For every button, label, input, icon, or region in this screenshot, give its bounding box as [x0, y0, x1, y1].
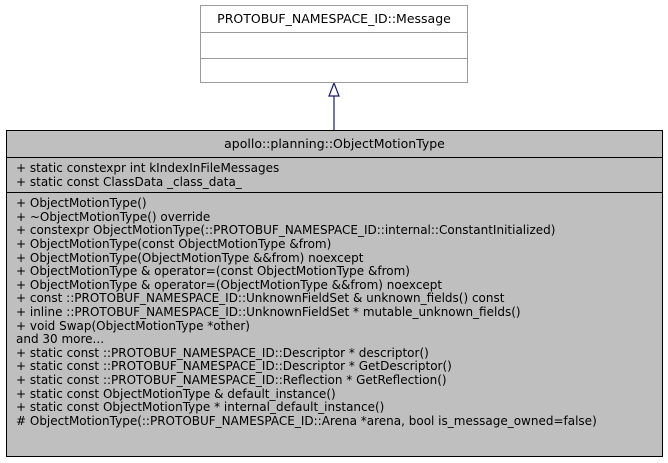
class-box[interactable]: apollo::planning::ObjectMotionType + sta…	[6, 130, 663, 457]
attributes-section: + static constexpr int kIndexInFileMessa…	[7, 158, 662, 194]
method-item: + inline ::PROTOBUF_NAMESPACE_ID::Unknow…	[16, 304, 521, 319]
methods-section: + ObjectMotionType() + ~ObjectMotionType…	[7, 193, 662, 431]
parent-attributes-section	[201, 33, 467, 59]
attribute-item: + static const ClassData _class_data_	[16, 174, 242, 189]
method-item: + ObjectMotionType()	[16, 196, 147, 211]
method-item: + static const ObjectMotionType & defaul…	[16, 386, 336, 401]
method-item: + constexpr ObjectMotionType(::PROTOBUF_…	[16, 223, 556, 238]
attribute-item: + static constexpr int kIndexInFileMessa…	[16, 161, 280, 175]
inheritance-arrowhead	[328, 81, 340, 97]
method-item: + const ::PROTOBUF_NAMESPACE_ID::Unknown…	[16, 291, 505, 306]
method-item: + static const ::PROTOBUF_NAMESPACE_ID::…	[16, 359, 452, 374]
more-members-note: and 30 more...	[16, 332, 105, 347]
method-item: + void Swap(ObjectMotionType *other)	[16, 318, 250, 333]
class-title: apollo::planning::ObjectMotionType	[7, 131, 662, 158]
method-item: # ObjectMotionType(::PROTOBUF_NAMESPACE_…	[16, 413, 597, 428]
parent-class-box[interactable]: PROTOBUF_NAMESPACE_ID::Message	[200, 5, 468, 83]
method-item: + ObjectMotionType & operator=(const Obj…	[16, 264, 410, 279]
method-item: + ObjectMotionType(const ObjectMotionTyp…	[16, 236, 332, 251]
method-item: + ~ObjectMotionType() override	[16, 209, 211, 224]
method-item: + static const ::PROTOBUF_NAMESPACE_ID::…	[16, 372, 447, 387]
method-item: + ObjectMotionType(ObjectMotionType &&fr…	[16, 250, 364, 265]
parent-class-title: PROTOBUF_NAMESPACE_ID::Message	[201, 6, 467, 33]
method-item: + static const ObjectMotionType * intern…	[16, 400, 385, 415]
method-item: + ObjectMotionType & operator=(ObjectMot…	[16, 277, 443, 292]
method-item: + static const ::PROTOBUF_NAMESPACE_ID::…	[16, 345, 429, 360]
parent-methods-section	[201, 59, 467, 84]
